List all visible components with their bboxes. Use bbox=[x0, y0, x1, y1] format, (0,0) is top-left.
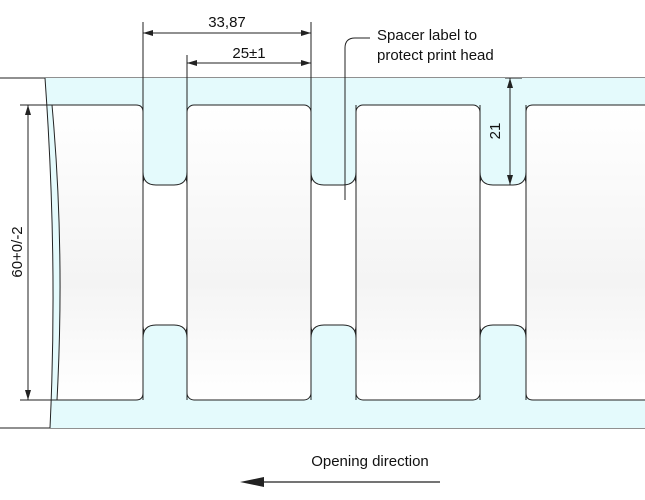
liner-notches bbox=[143, 105, 526, 400]
liner-torn-edge bbox=[44, 77, 54, 429]
direction-arrow-icon bbox=[240, 477, 440, 487]
dimension-label-width: 25±1 bbox=[232, 45, 265, 62]
callout-leader-line bbox=[344, 37, 370, 200]
dimension-label-height: 60+0/-2 bbox=[9, 226, 26, 277]
dimension-notch-height: 21 bbox=[487, 123, 504, 140]
callout-text-line1: Spacer label to bbox=[377, 27, 477, 44]
callout-text-line2: protect print head bbox=[377, 47, 494, 64]
dimension-pitch bbox=[20, 22, 522, 401]
dimension-pitch-label: 33,87 bbox=[208, 14, 246, 31]
notch-outlines bbox=[142, 105, 527, 400]
labels bbox=[51, 104, 645, 401]
opening-direction-label: Opening direction bbox=[311, 453, 429, 470]
